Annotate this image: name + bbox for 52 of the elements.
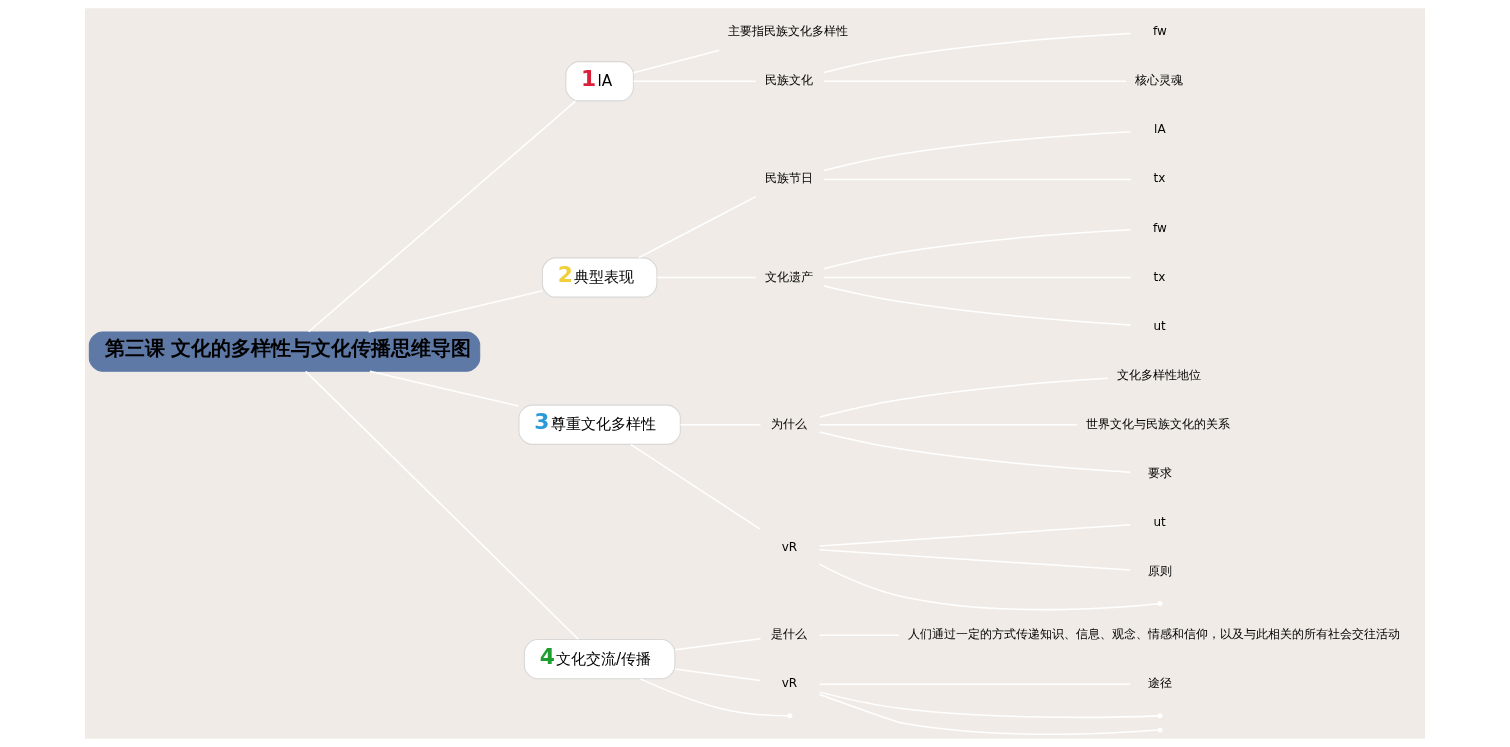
node-text: 人们通过一定的方式传递知识、信息、观念、情感和信仰，以及与此相关的所有社会交往活动	[908, 627, 1401, 642]
node-text: 主要指民族文化多样性	[728, 24, 849, 39]
node-box: 4文化交流/传播	[523, 638, 676, 680]
node-box: 2典型表现	[541, 257, 658, 298]
node-text: 文化遗产	[764, 269, 813, 284]
connector	[823, 32, 1132, 74]
connector	[630, 443, 761, 530]
connector	[818, 691, 1159, 719]
connector	[369, 370, 520, 407]
node-text: 为什么	[771, 416, 808, 431]
node-text: 原则	[1147, 563, 1172, 578]
connector	[819, 377, 1109, 418]
connector	[304, 370, 579, 640]
connector	[632, 49, 721, 74]
connector	[818, 431, 1132, 473]
node-text: ut	[1153, 514, 1166, 529]
node-text: 是什么	[771, 627, 808, 642]
connector	[823, 130, 1132, 172]
node-text: fw	[1152, 220, 1167, 235]
node-text: 要求	[1147, 465, 1172, 480]
connector	[674, 638, 762, 651]
node-text: 文化多样性地位	[1116, 367, 1201, 382]
node-text: ut	[1153, 318, 1166, 333]
node-point	[787, 713, 793, 719]
connector	[639, 678, 789, 717]
node-box: 3尊重文化多样性	[518, 404, 681, 445]
node-text: vR	[781, 676, 798, 691]
connector	[307, 100, 577, 333]
connector	[823, 229, 1132, 270]
node-text: tx	[1153, 269, 1166, 284]
connector	[638, 195, 757, 259]
node-box: 第三课 文化的多样性与文化传播思维导图	[88, 331, 481, 372]
connector	[818, 563, 1159, 611]
node-text: lA	[1154, 122, 1166, 137]
node-text: fw	[1152, 24, 1167, 39]
connector	[823, 285, 1132, 326]
node-text: tx	[1153, 171, 1166, 186]
connector	[674, 668, 762, 682]
node-text: 途径	[1147, 676, 1172, 691]
node-point	[1157, 601, 1163, 607]
node-point	[1157, 713, 1163, 719]
node-text: 世界文化与民族文化的关系	[1085, 416, 1230, 431]
node-box: 1 lA	[565, 61, 634, 102]
node-text: vR	[781, 539, 798, 554]
connector	[818, 524, 1131, 547]
connector	[818, 693, 1159, 735]
connector	[818, 549, 1131, 571]
connector	[367, 290, 544, 333]
node-text: 民族文化	[764, 73, 813, 88]
node-text: 核心灵魂	[1134, 73, 1183, 88]
node-point	[1157, 727, 1163, 733]
node-text: 民族节日	[764, 171, 813, 186]
